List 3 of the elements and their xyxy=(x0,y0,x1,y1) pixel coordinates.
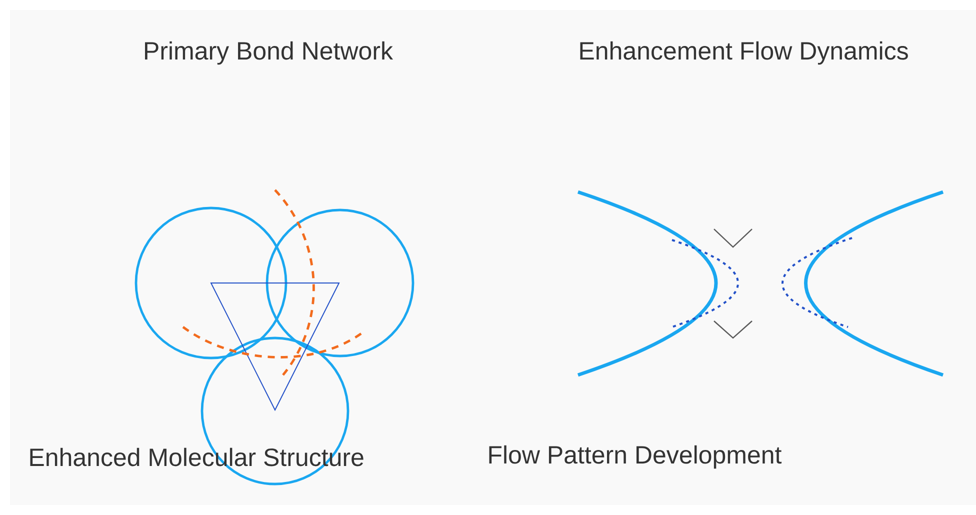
heading: Enhancement Flow Dynamics xyxy=(580,41,908,65)
heading: Flow Pattern Development xyxy=(489,445,782,469)
heading: Primary Bond Network xyxy=(145,41,394,65)
